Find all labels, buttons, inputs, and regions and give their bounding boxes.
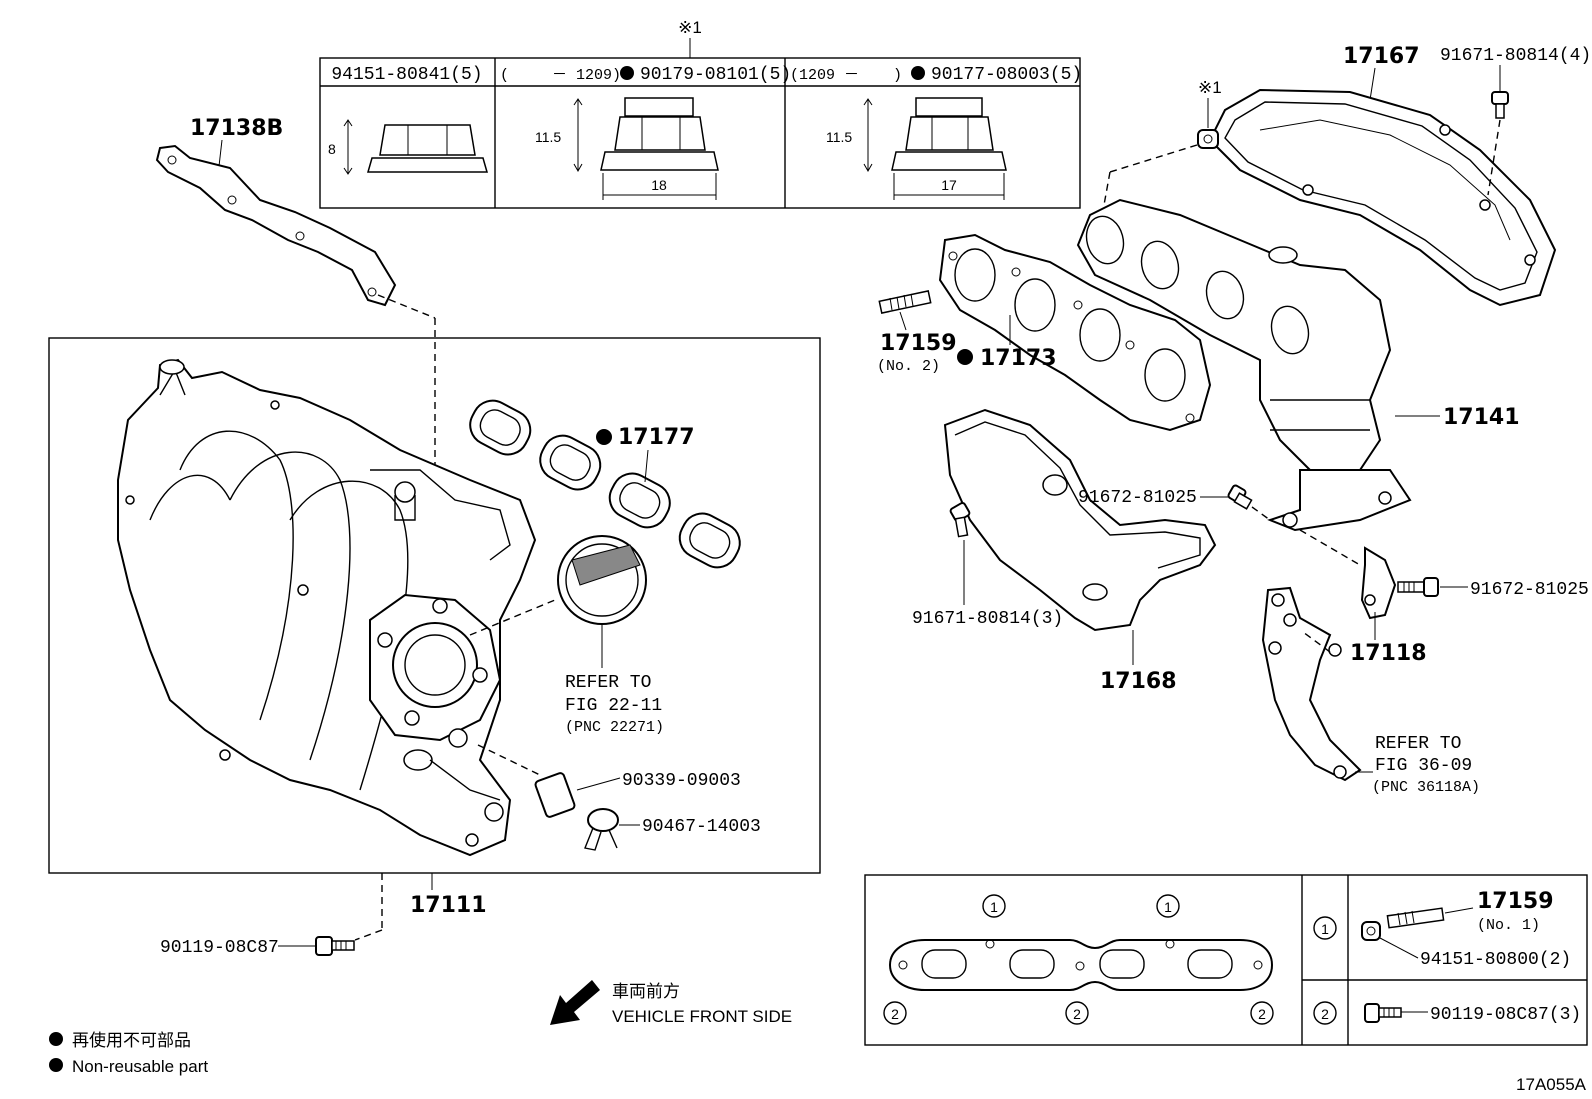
bracket-17138b: 17138B xyxy=(155,116,436,535)
label-17167: 17167 xyxy=(1343,44,1420,69)
refer-a-line1: REFER TO xyxy=(565,673,651,693)
label-17168: 17168 xyxy=(1100,669,1177,694)
flange-nut-drawing: 11.5 17 xyxy=(826,97,1007,200)
nut-part-94151-80841: 94151-80841(5) xyxy=(331,65,482,85)
bolt-90119-left xyxy=(278,936,355,956)
refer-a-line3: (PNC 22271) xyxy=(565,719,664,736)
legend-en: Non-reusable part xyxy=(72,1057,208,1076)
vehicle-front-jp: 車両前方 xyxy=(612,982,680,1001)
bracket-17118: 17118 REFER TO FIG 36-09 (PNC 36118A) xyxy=(1261,529,1480,796)
nut-range-end-1: － 1209) xyxy=(552,67,621,84)
label-90467-14003: 90467-14003 xyxy=(642,817,761,837)
label-17118: 17118 xyxy=(1350,641,1427,666)
svg-text:2: 2 xyxy=(1321,1006,1329,1022)
label-17159-no1: 17159 xyxy=(1477,889,1554,914)
non-reusable-dot xyxy=(49,1032,63,1046)
marker-2: 2 xyxy=(1250,1001,1274,1025)
note-mark-right: ※1 xyxy=(1198,78,1222,97)
nut-part-90177-08003: 90177-08003(5) xyxy=(931,65,1082,85)
nut-range-end-2: ) xyxy=(893,67,902,84)
label-17111: 17111 xyxy=(410,893,487,918)
stud-17159-no2: 17159 (No. 2) xyxy=(877,290,957,375)
dim-height-col1: 8 xyxy=(328,141,336,157)
note-mark: ※1 xyxy=(678,18,702,37)
intake-manifold-box: 17177 REFER TO FIG 22-11 (PNC 22271) 903… xyxy=(48,337,821,874)
svg-text:1: 1 xyxy=(990,899,998,915)
dim-width-col3: 17 xyxy=(941,177,957,193)
dim-height-col2: 11.5 xyxy=(535,129,561,145)
intake-manifold-drawing xyxy=(117,358,537,857)
non-reusable-dot xyxy=(49,1058,63,1072)
nut-94151-80800: 94151-80800(2) xyxy=(1361,921,1571,970)
label-17177: 17177 xyxy=(618,425,695,450)
gasket-outline xyxy=(888,939,1274,991)
throttle-gasket: REFER TO FIG 22-11 (PNC 22271) xyxy=(469,535,664,736)
svg-text:2: 2 xyxy=(891,1006,899,1022)
label-17141: 17141 xyxy=(1443,405,1520,430)
refer-b-line3: (PNC 36118A) xyxy=(1372,779,1480,796)
stud-17159-no1: 17159 (No. 1) xyxy=(1386,889,1554,934)
svg-text:1: 1 xyxy=(1164,899,1172,915)
marker-1: 1 xyxy=(1156,894,1180,918)
refer-b-line1: REFER TO xyxy=(1375,734,1461,754)
vehicle-front-en: VEHICLE FRONT SIDE xyxy=(612,1007,792,1026)
label-91671-80814-4: 91671-80814(4) xyxy=(1440,46,1591,66)
vehicle-front-indicator: 車両前方 VEHICLE FRONT SIDE xyxy=(550,980,792,1026)
bolt-91671-80814-3: 91671-80814(3) xyxy=(912,502,1063,629)
clamp-90467: 90467-14003 xyxy=(584,808,761,851)
marker-2: 2 xyxy=(1065,1001,1089,1025)
marker-2: 2 xyxy=(1313,1001,1337,1025)
nut-part-90179-08101: 90179-08101(5) xyxy=(640,65,791,85)
label-94151-80800: 94151-80800(2) xyxy=(1420,950,1571,970)
manifold-label-group: 17111 90119-08C87 xyxy=(160,873,487,958)
bolt-91671-80814-4: 91671-80814(4) xyxy=(1440,46,1591,196)
label-90339-09003: 90339-09003 xyxy=(622,771,741,791)
non-reusable-dot xyxy=(620,66,634,80)
legend-jp: 再使用不可部品 xyxy=(72,1030,191,1050)
heat-insulator-17167: 17167 xyxy=(1208,44,1557,307)
svg-text:2: 2 xyxy=(1073,1006,1081,1022)
marker-2: 2 xyxy=(883,1001,907,1025)
gasket-17173: 17173 xyxy=(938,233,1212,432)
vehicle-front-arrow-icon xyxy=(550,980,600,1025)
marker-1: 1 xyxy=(1313,916,1337,940)
bolt-90119-right: 90119-08C87(3) xyxy=(1364,1003,1581,1025)
gasket-detail-box: 1 1 2 2 2 1 2 17159 (No. 1) 94151-80800(… xyxy=(864,874,1588,1046)
nut-range-start-2: (1209 － xyxy=(790,67,859,84)
plug-90339: 90339-09003 xyxy=(477,744,741,818)
nut-note-1: ※1 xyxy=(1103,78,1222,206)
non-reusable-dot xyxy=(911,66,925,80)
marker-1: 1 xyxy=(982,894,1006,918)
label-17138b: 17138B xyxy=(190,116,283,141)
flange-nut-drawing: 8 xyxy=(328,119,488,175)
label-91672-81025-b: 91672-81025 xyxy=(1470,580,1589,600)
nut-range-start-1: ( xyxy=(500,67,509,84)
bolt-91672-b: 91672-81025 xyxy=(1397,577,1589,600)
exhaust-manifold-17141: 17141 xyxy=(1076,198,1520,532)
label-17173: 17173 xyxy=(980,346,1057,371)
svg-text:1: 1 xyxy=(1321,921,1329,937)
label-90119-08c87-right: 90119-08C87(3) xyxy=(1430,1005,1581,1025)
refer-a-line2: FIG 22-11 xyxy=(565,696,662,716)
svg-text:2: 2 xyxy=(1258,1006,1266,1022)
label-17159-no2-sub: (No. 2) xyxy=(877,358,940,375)
label-90119-08c87-left: 90119-08C87 xyxy=(160,938,279,958)
non-reusable-dot xyxy=(957,349,973,365)
gasket-17177: 17177 xyxy=(469,399,741,569)
lower-heat-insulator-17168: 17168 xyxy=(943,408,1217,694)
dim-width-col2: 18 xyxy=(651,177,667,193)
legend: 再使用不可部品 Non-reusable part xyxy=(49,1030,208,1076)
flange-nut-drawing: 11.5 18 xyxy=(535,97,719,200)
bolt-91672-a: 91672-81025 xyxy=(1078,484,1271,521)
label-91671-80814-3: 91671-80814(3) xyxy=(912,609,1063,629)
dim-height-col3: 11.5 xyxy=(826,129,852,145)
nut-table: ※1 94151-80841(5) ( － 1209) 90179-08101(… xyxy=(319,18,1082,209)
non-reusable-dot xyxy=(596,429,612,445)
label-17159-no2: 17159 xyxy=(880,331,957,356)
label-17159-no1-sub: (No. 1) xyxy=(1477,917,1540,934)
label-91672-81025-a: 91672-81025 xyxy=(1078,488,1197,508)
figure-code: 17A055A xyxy=(1516,1075,1587,1094)
refer-b-line2: FIG 36-09 xyxy=(1375,756,1472,776)
